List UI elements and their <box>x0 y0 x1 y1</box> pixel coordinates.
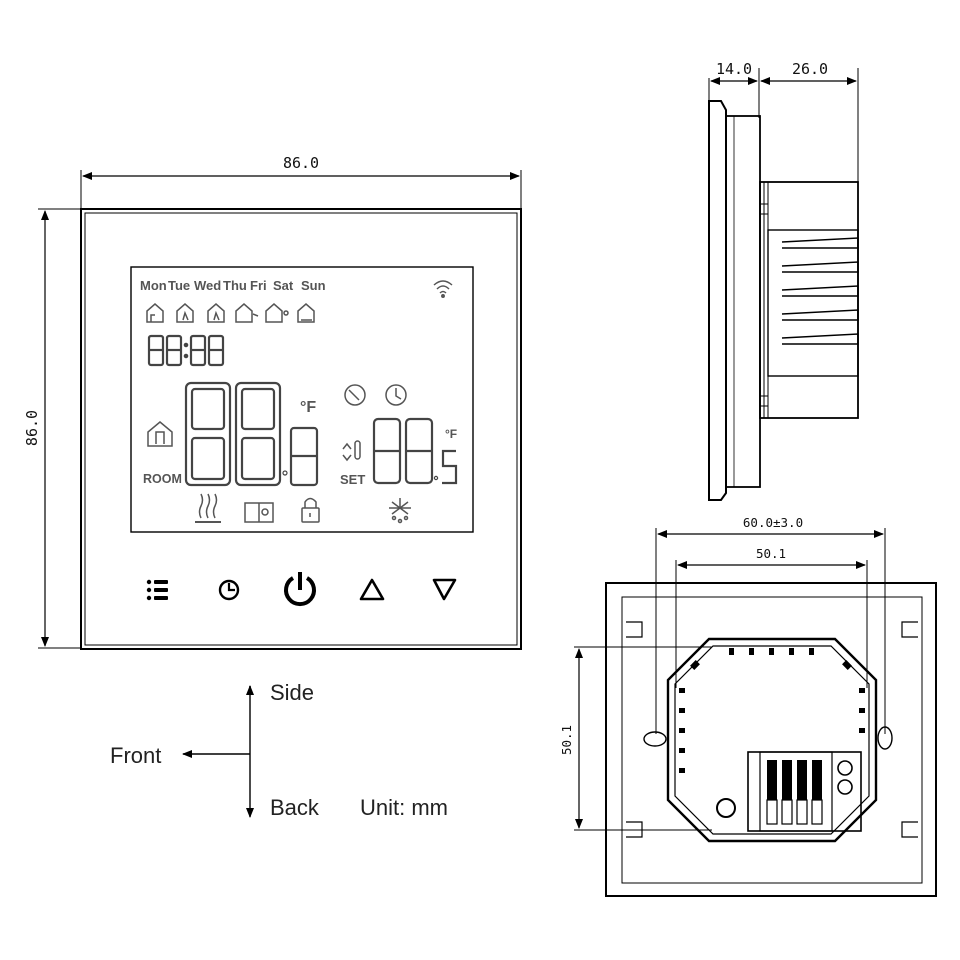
side-back-box <box>759 181 859 419</box>
room-house-icon <box>147 421 173 447</box>
house-out-icon <box>235 303 259 323</box>
triangle-up-icon <box>359 578 385 601</box>
lcd-day-wed: Wed <box>194 278 221 293</box>
clock-mode-icon <box>385 384 407 406</box>
front-height-label: 86.0 <box>23 410 41 446</box>
legend-front-label: Front <box>110 743 161 768</box>
back-corner-tabs <box>626 621 918 838</box>
antifreeze-snowflake-icon <box>389 498 411 524</box>
mounting-hole-left <box>643 731 667 747</box>
back-hole-spacing-dimension: 60.0±3.0 <box>655 515 886 734</box>
house-home-icon <box>265 303 289 323</box>
back-view: 60.0±3.0 50.1 50.1 <box>559 515 937 897</box>
lcd-room-temp-digits <box>184 381 319 487</box>
lcd-unit-symbol: °F <box>300 399 316 416</box>
back-plate-inner <box>621 596 923 884</box>
heating-icon <box>195 493 221 523</box>
window-open-icon <box>244 502 274 523</box>
menu-button[interactable] <box>146 579 168 601</box>
house-wake-icon <box>146 303 164 323</box>
down-button[interactable] <box>432 578 457 601</box>
front-height-dimension: 86.0 <box>23 208 80 649</box>
up-button[interactable] <box>359 578 385 601</box>
lcd-day-sun: Sun <box>301 278 326 293</box>
back-box-height-dimension: 50.1 <box>559 646 712 831</box>
front-view: 86.0 86.0 Mon Tue Wed Thu Fri Sat Sun <box>23 154 522 650</box>
legend-back-label: Back <box>270 795 320 820</box>
back-box-width-label: 50.1 <box>756 546 786 561</box>
triangle-down-icon <box>432 578 457 601</box>
legend-unit-label: Unit: mm <box>360 795 448 820</box>
lcd-day-tue: Tue <box>168 278 190 293</box>
front-panel-inner-bezel <box>84 212 518 646</box>
side-depth-dimensions: 14.0 26.0 <box>708 60 859 182</box>
set-arrows-thermometer-icon <box>342 440 361 462</box>
side-view: 14.0 26.0 <box>708 60 859 501</box>
clock-button[interactable] <box>218 579 240 601</box>
house-sleep-icon <box>297 303 315 323</box>
wifi-icon <box>433 280 453 298</box>
back-box-width-dimension: 50.1 <box>675 546 868 688</box>
side-spring-clips <box>781 237 859 345</box>
side-front-depth-label: 14.0 <box>716 60 752 78</box>
lcd-day-thu: Thu <box>223 278 247 293</box>
lcd-screen <box>130 266 474 533</box>
lcd-room-label: ROOM <box>143 472 182 486</box>
house-return-icon <box>207 303 225 323</box>
lcd-set-temp-digits <box>372 417 458 485</box>
back-box-octagon <box>666 637 878 843</box>
lcd-day-mon: Mon <box>140 278 167 293</box>
back-box-notches <box>679 648 865 773</box>
menu-icon <box>146 579 168 601</box>
side-front-panel <box>708 100 727 501</box>
power-button[interactable] <box>284 572 316 607</box>
lock-icon <box>301 497 320 523</box>
terminal-block <box>716 751 862 832</box>
lcd-day-sat: Sat <box>273 278 294 293</box>
front-width-label: 86.0 <box>283 154 319 172</box>
power-icon <box>284 572 316 607</box>
side-body <box>725 115 761 488</box>
back-plate-outline <box>605 582 937 897</box>
mounting-hole-right <box>877 726 893 750</box>
lcd-day-labels: Mon Tue Wed Thu Fri Sat Sun <box>140 278 326 293</box>
clock-icon <box>218 579 240 601</box>
side-back-depth-label: 26.0 <box>792 60 828 78</box>
legend-side-label: Side <box>270 680 314 705</box>
front-width-dimension: 86.0 <box>80 154 522 212</box>
front-panel-outline <box>80 208 522 650</box>
orientation-legend: Side Front Back Unit: mm <box>110 680 448 820</box>
manual-mode-icon <box>344 384 366 406</box>
lcd-set-unit-symbol: °F <box>445 427 457 441</box>
back-box-height-label: 50.1 <box>559 725 574 755</box>
lcd-set-label: SET <box>340 472 365 487</box>
house-leave-icon <box>176 303 194 323</box>
lcd-day-fri: Fri <box>250 278 267 293</box>
program-period-icons <box>146 303 315 323</box>
back-hole-spacing-label: 60.0±3.0 <box>743 515 803 530</box>
lcd-clock-digits <box>147 334 225 367</box>
